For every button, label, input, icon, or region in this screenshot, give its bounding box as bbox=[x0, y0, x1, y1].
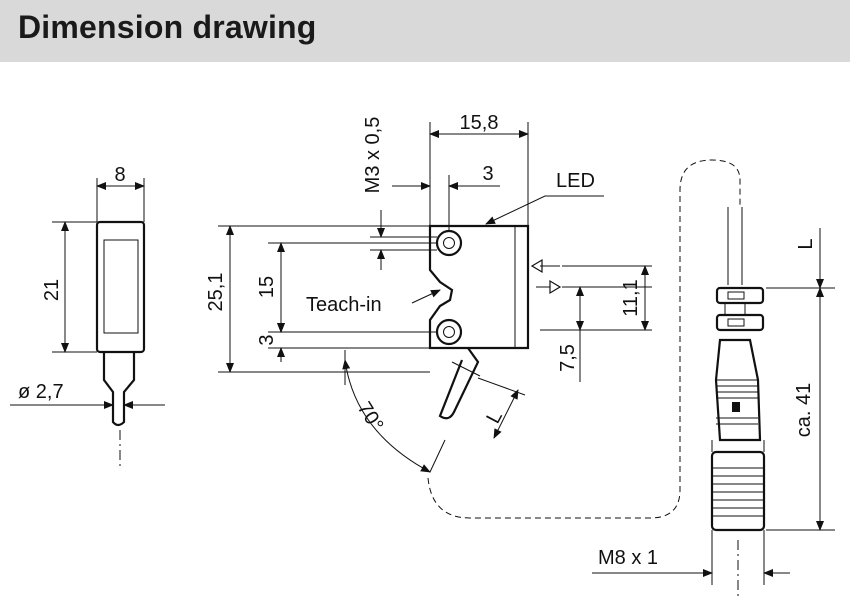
dim-line-cable-L bbox=[493, 389, 519, 439]
angle-arc bbox=[342, 359, 431, 473]
header-bar: Dimension drawing bbox=[0, 0, 850, 62]
dim-diameter: ø 2,7 bbox=[18, 381, 64, 403]
connector-view: L ca. 41 M8 x 1 bbox=[592, 207, 835, 600]
side-view-window bbox=[103, 239, 139, 334]
connector-key bbox=[732, 402, 740, 412]
dim-height-25-1: 25,1 bbox=[205, 273, 227, 312]
cable-marker-2 bbox=[715, 313, 765, 332]
dim-7-5: 7,5 bbox=[557, 344, 579, 372]
coupling-nut bbox=[710, 450, 766, 532]
front-view-cable bbox=[438, 347, 480, 420]
mount-hole-bottom bbox=[435, 318, 463, 346]
connector-body bbox=[714, 338, 762, 442]
dim-conn-L: L bbox=[795, 238, 817, 249]
dim-3-top: 3 bbox=[482, 163, 493, 185]
dim-15: 15 bbox=[256, 276, 278, 298]
page-title: Dimension drawing bbox=[18, 9, 317, 45]
front-view-housing bbox=[428, 224, 530, 350]
side-view: 8 21 ø 2,7 bbox=[10, 164, 165, 466]
side-view-housing bbox=[95, 220, 146, 354]
dim-3-left: 3 bbox=[256, 334, 278, 345]
label-teach-in: Teach-in bbox=[306, 294, 382, 316]
teach-in-leader bbox=[411, 289, 441, 304]
side-view-cable bbox=[102, 352, 136, 427]
dim-cable-L: L bbox=[482, 407, 507, 427]
cable-variant-connector bbox=[427, 159, 741, 519]
front-view: 25,1 15 3 Teach-in M3 x 0,5 15,8 3 LED bbox=[205, 112, 741, 519]
cable-marker-1 bbox=[715, 286, 765, 305]
led-leader bbox=[485, 195, 604, 225]
dim-ca-41: ca. 41 bbox=[793, 383, 815, 437]
dim-width-8: 8 bbox=[114, 164, 125, 186]
dim-height-21: 21 bbox=[41, 279, 63, 301]
dim-11-1: 11,1 bbox=[620, 279, 642, 316]
dim-15-8: 15,8 bbox=[460, 112, 499, 134]
light-emitter-arrow bbox=[530, 258, 560, 274]
mount-hole-top bbox=[435, 229, 463, 257]
label-led: LED bbox=[556, 170, 595, 192]
dim-thread-m8: M8 x 1 bbox=[598, 547, 658, 569]
dim-thread-m3: M3 x 0,5 bbox=[362, 117, 384, 194]
dim-angle-70: 70° bbox=[353, 398, 388, 435]
light-receiver-arrow bbox=[536, 279, 562, 295]
